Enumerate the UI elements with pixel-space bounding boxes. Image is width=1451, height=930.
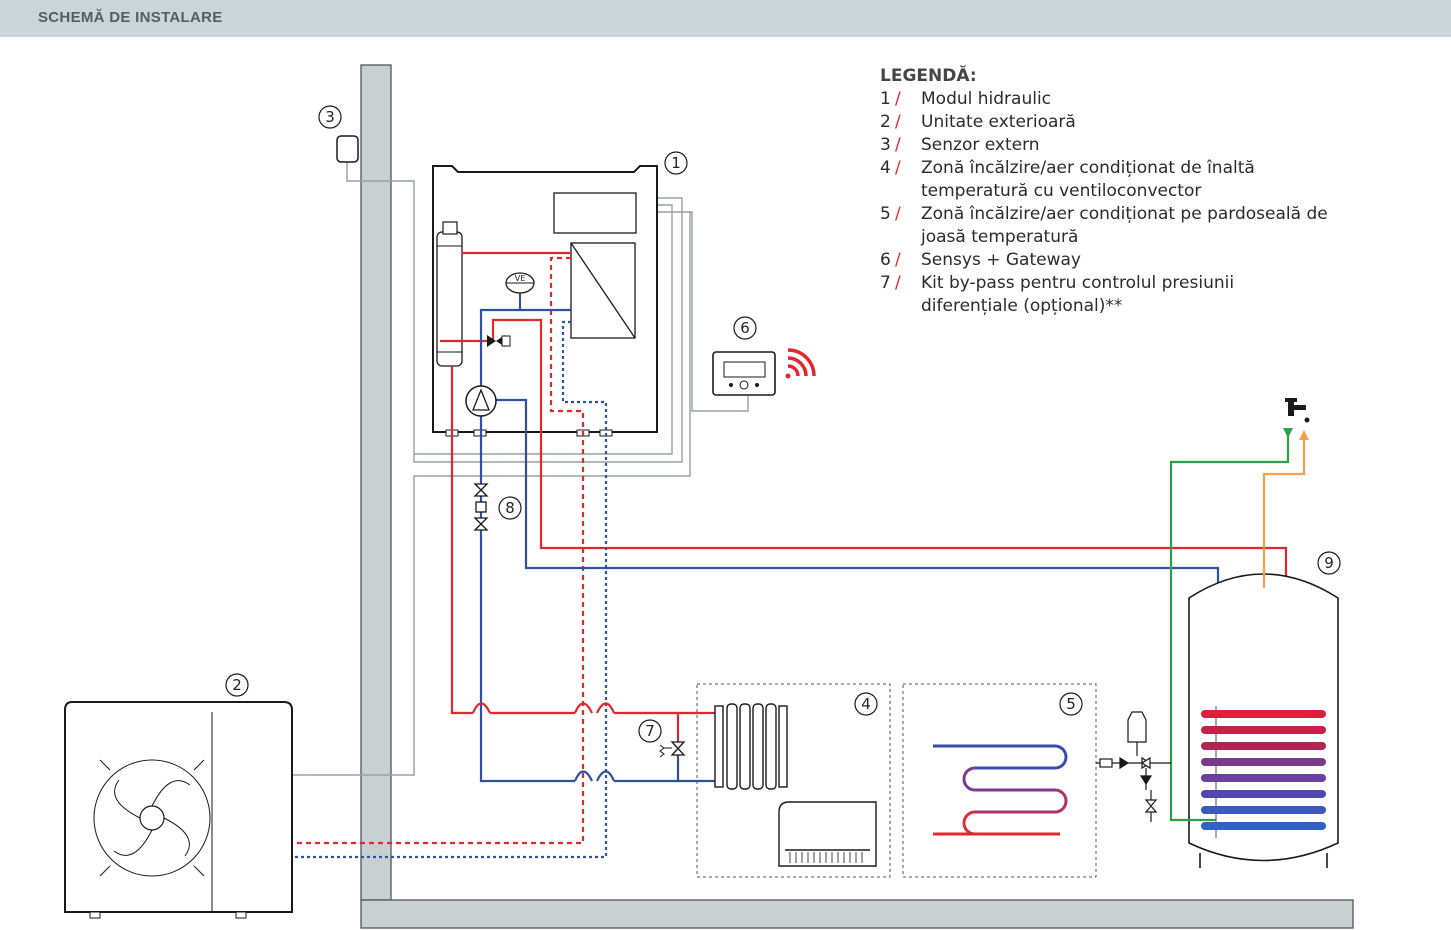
radiator: [714, 703, 788, 790]
legend-item-4: 4/Zonă încălzire/aer condiționat de înal…: [880, 158, 1255, 201]
cold-water-pipe: [1169, 432, 1290, 822]
legend-item-text: Zonă încălzire/aer condiționat de înaltă…: [921, 158, 1255, 201]
callout-8: 8: [498, 496, 522, 520]
legend-item-2: 2/Unitate exterioară: [880, 112, 1076, 132]
svg-text:5: 5: [1066, 695, 1076, 713]
expansion-vessel: VE: [505, 272, 535, 310]
callout-6: 6: [733, 316, 757, 340]
sensys-controller: [712, 351, 776, 396]
svg-text:8: 8: [505, 499, 515, 517]
legend-item-5: 5/Zonă încălzire/aer condiționat pe pard…: [880, 204, 1328, 247]
svg-text:7: 7: [645, 722, 655, 740]
circulation-pump: [465, 385, 497, 417]
callout-9: 9: [1317, 551, 1341, 575]
fan-coil-unit: [778, 801, 877, 867]
cold-water-arrow: [1283, 428, 1293, 438]
three-way-valve: [487, 335, 511, 347]
callout-7: 7: [638, 719, 662, 743]
legend-item-text: Modul hidraulic: [921, 89, 1052, 109]
pipe-crossovers: [471, 702, 616, 782]
legend-item-text: Unitate exterioară: [921, 112, 1076, 132]
legend-item-text: Kit by-pass pentru controlul presiunii d…: [921, 273, 1235, 316]
callout-5: 5: [1059, 692, 1083, 716]
building-wall-vertical: [360, 64, 392, 901]
legend-item-text: Senzor extern: [921, 135, 1040, 155]
legend-item-7: 7/Kit by-pass pentru controlul presiunii…: [880, 273, 1235, 316]
callout-3: 3: [318, 105, 342, 129]
hot-water-arrow: [1299, 430, 1309, 440]
flow-pipes-dashed: [292, 256, 585, 845]
callout-2: 2: [225, 673, 249, 697]
svg-text:2: 2: [232, 676, 242, 694]
svg-text:9: 9: [1324, 554, 1334, 572]
header-bar: SCHEMĂ DE INSTALARE: [0, 0, 1451, 37]
underfloor-heating-coil: [933, 744, 1068, 836]
safety-group: [1096, 711, 1171, 822]
legend-item-6: 6/Sensys + Gateway: [880, 250, 1081, 270]
svg-text:3: 3: [325, 108, 335, 126]
valve-group-8: [473, 483, 489, 531]
page-title: SCHEMĂ DE INSTALARE: [38, 9, 223, 26]
external-sensor: [336, 135, 359, 163]
expansion-vessel-label: VE: [515, 274, 526, 283]
legend: LEGENDĂ: 1/Modul hidraulic 2/Unitate ext…: [880, 65, 1361, 318]
hydraulic-module: [432, 165, 658, 437]
svg-text:4: 4: [861, 695, 871, 713]
bypass-kit: [659, 741, 686, 758]
callout-1: 1: [664, 151, 688, 175]
legend-title: LEGENDĂ:: [880, 66, 977, 86]
svg-text:6: 6: [740, 319, 750, 337]
outdoor-unit: [64, 701, 293, 919]
return-pipes-dashed: [292, 320, 608, 859]
legend-item-1: 1/Modul hidraulic: [880, 89, 1052, 109]
callout-4: 4: [854, 692, 878, 716]
legend-item-text: Sensys + Gateway: [921, 250, 1081, 270]
tank-coil: [1201, 710, 1326, 830]
legend-item-3: 3/Senzor extern: [880, 135, 1040, 155]
legend-item-text: Zonă încălzire/aer condiționat pe pardos…: [921, 204, 1328, 247]
building-floor: [360, 899, 1354, 929]
hot-water-pipe: [1262, 436, 1306, 588]
zone-4-box: [696, 683, 891, 878]
zone-5-box: [902, 683, 1097, 878]
wifi-icon: [785, 348, 816, 379]
svg-text:1: 1: [671, 154, 681, 172]
tap-icon: [1285, 398, 1310, 423]
